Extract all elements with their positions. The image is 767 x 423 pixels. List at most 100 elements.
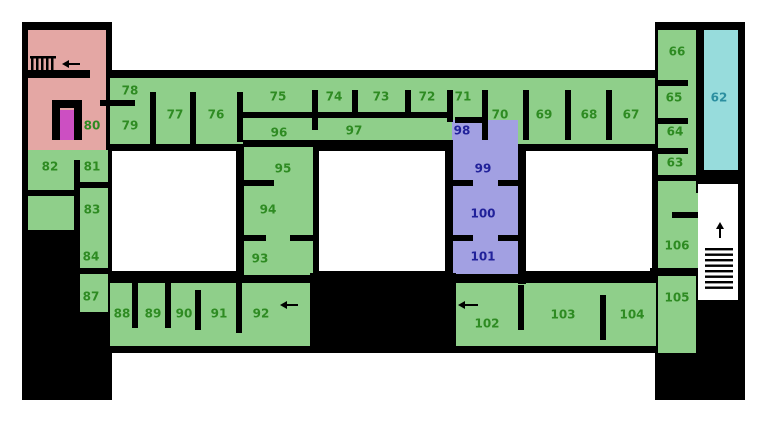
entrance-stair-step — [311, 295, 319, 298]
room-labels: 6263646566676869707172737475767778798081… — [42, 45, 728, 331]
entrance-stair-step — [311, 286, 319, 289]
wall-partition — [312, 90, 318, 130]
rooms-98-101-purple — [452, 120, 518, 274]
room-label-66: 66 — [669, 45, 686, 59]
wall-elevator-right — [74, 100, 82, 140]
entrance-stair-step — [444, 286, 452, 289]
arrow-left-icon — [62, 60, 69, 68]
room-label-76: 76 — [208, 108, 225, 122]
room-label-91: 91 — [211, 307, 228, 321]
entrance-stair-step — [311, 291, 319, 293]
wall-partition — [132, 283, 138, 328]
entrance-stair-step — [444, 300, 452, 302]
room-label-98: 98 — [454, 124, 471, 138]
wall-partition — [600, 295, 606, 340]
wall-78-79 — [100, 100, 135, 106]
room-label-74: 74 — [326, 90, 343, 104]
room-label-75: 75 — [270, 90, 287, 104]
wall-62-left — [696, 22, 704, 182]
stair-step — [705, 253, 733, 256]
wall-84-87 — [80, 268, 108, 274]
wall-corridor-lower — [243, 140, 453, 147]
wall-purple-left — [445, 144, 453, 280]
wall-partition — [150, 92, 156, 144]
wall-corridor-upper — [243, 112, 453, 118]
stair-step — [705, 259, 733, 262]
wall-central-left — [236, 144, 244, 279]
room-label-106: 106 — [664, 239, 689, 253]
room-label-65: 65 — [666, 91, 683, 105]
wall-partition — [482, 90, 488, 140]
wall-94-93 — [244, 235, 266, 241]
room-label-101: 101 — [470, 250, 495, 264]
east-stair-hall — [698, 178, 738, 300]
room-label-79: 79 — [122, 119, 139, 133]
room-label-104: 104 — [619, 308, 644, 322]
room-label-103: 103 — [550, 308, 575, 322]
entrance-stair-step — [444, 282, 452, 284]
wall-99-100b — [453, 180, 473, 186]
stair-step — [705, 248, 733, 251]
wall-92-top — [236, 275, 314, 283]
map-shapes — [22, 22, 745, 400]
room-label-97: 97 — [346, 124, 363, 138]
room-label-99: 99 — [475, 162, 492, 176]
wall-partition — [518, 285, 524, 330]
stair-step — [705, 281, 733, 284]
room-label-93: 93 — [252, 252, 269, 266]
room-62-cyan — [704, 30, 738, 170]
arrow-up-icon — [716, 222, 724, 229]
entrance-stair-step — [311, 304, 319, 307]
stair-step — [705, 264, 733, 267]
room-label-96: 96 — [271, 126, 288, 140]
wall-stair-top — [28, 70, 90, 78]
wall-66-65 — [658, 80, 688, 86]
east-column-rooms — [658, 30, 696, 353]
south-rooms-east — [456, 283, 656, 346]
wall-partition — [195, 290, 201, 330]
wall-65-64 — [658, 118, 688, 124]
room-label-94: 94 — [260, 203, 277, 217]
room-label-89: 89 — [145, 307, 162, 321]
room-area-61-106 — [658, 193, 698, 273]
room-label-100: 100 — [470, 207, 495, 221]
arrow-left-icon — [458, 301, 465, 309]
room-label-71: 71 — [455, 90, 472, 104]
room-label-78: 78 — [122, 84, 139, 98]
wall-64-63 — [658, 148, 688, 154]
wall-partition — [447, 90, 453, 122]
wall-partition — [236, 283, 242, 333]
wall-100-101b — [453, 235, 473, 241]
room-label-72: 72 — [419, 90, 436, 104]
room-label-70: 70 — [492, 108, 509, 122]
wall-94-93b — [290, 235, 313, 241]
room-label-81: 81 — [84, 160, 101, 174]
courtyard-east — [526, 151, 652, 271]
wall-99-100 — [498, 180, 518, 186]
wall-south-east-top — [456, 275, 656, 283]
wall-partition — [237, 92, 243, 142]
north-corridor — [110, 78, 655, 144]
room-label-69: 69 — [536, 108, 553, 122]
wall-partition — [606, 90, 612, 140]
arrow-left-icon — [280, 301, 287, 309]
wall-central-right — [313, 144, 319, 280]
room-label-83: 83 — [84, 203, 101, 217]
room-label-63: 63 — [667, 156, 684, 170]
room-label-105: 105 — [664, 291, 689, 305]
room-label-77: 77 — [167, 108, 184, 122]
room-label-84: 84 — [83, 250, 100, 264]
room-label-95: 95 — [275, 162, 292, 176]
room-label-80: 80 — [84, 119, 101, 133]
wall-partition — [405, 90, 411, 112]
wall-61-106 — [672, 212, 698, 218]
wall-100-101 — [498, 235, 518, 241]
room-label-67: 67 — [623, 108, 640, 122]
south-entrance-block — [310, 273, 456, 353]
south-rooms-west — [110, 283, 310, 346]
room-label-82: 82 — [42, 160, 59, 174]
stair-step — [705, 275, 733, 278]
entrance-stair-step — [444, 291, 452, 293]
entrance-stair-step — [444, 295, 452, 298]
